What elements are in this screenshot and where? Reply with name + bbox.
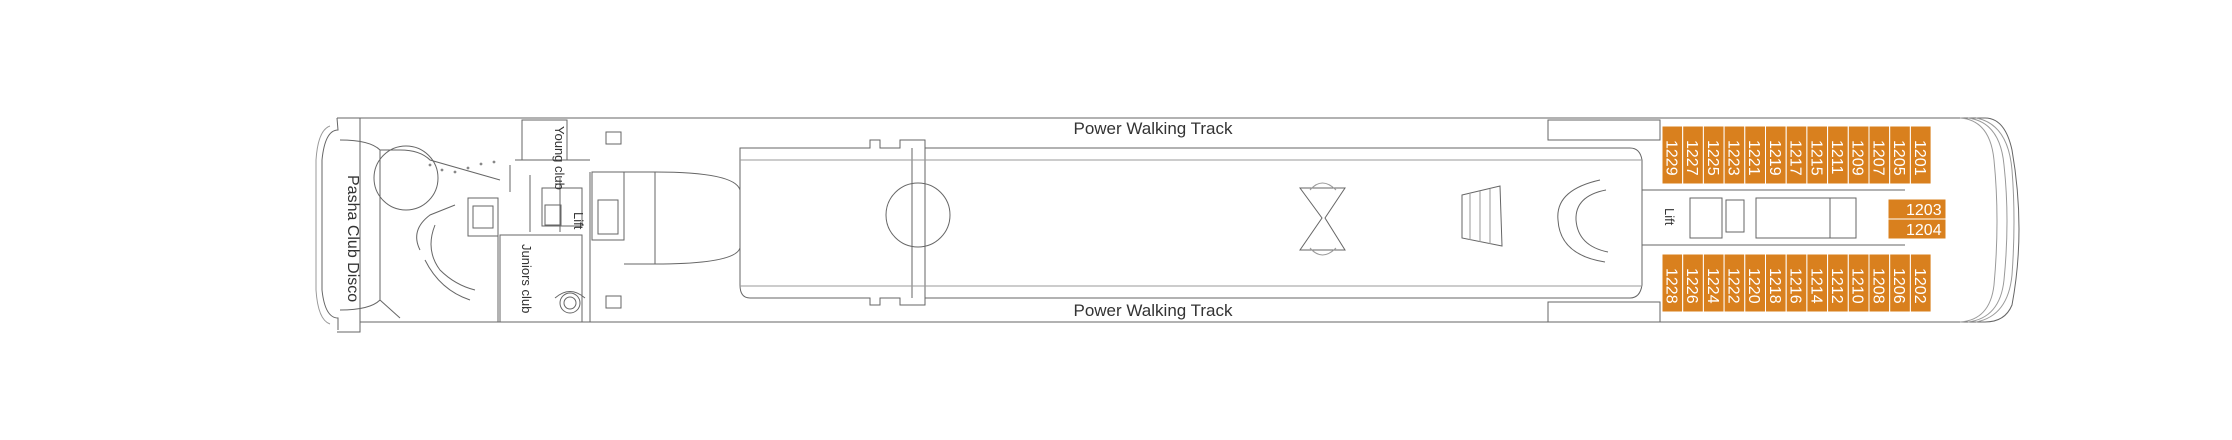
cabin-1212[interactable]: 1212 xyxy=(1827,253,1849,313)
cabin-1220[interactable]: 1220 xyxy=(1744,253,1767,313)
cabin-number: 1216 xyxy=(1787,268,1804,304)
cabin-1208[interactable]: 1208 xyxy=(1868,253,1891,313)
cabin-number: 1225 xyxy=(1704,140,1721,176)
cabin-1224[interactable]: 1224 xyxy=(1702,253,1725,313)
cabin-number: 1217 xyxy=(1787,140,1804,176)
cabin-1215[interactable]: 1215 xyxy=(1806,125,1829,185)
bow-semicircle xyxy=(1557,179,1609,263)
cabin-1221[interactable]: 1221 xyxy=(1744,125,1767,185)
cabin-number: 1206 xyxy=(1890,268,1907,304)
cabin-number: 1201 xyxy=(1911,140,1928,176)
young-club-label: Young club xyxy=(552,126,567,190)
cabin-1219[interactable]: 1219 xyxy=(1765,125,1787,185)
fore-lift-block xyxy=(1547,119,1905,323)
bow-tie-sculpture xyxy=(1299,182,1346,256)
cabin-1222[interactable]: 1222 xyxy=(1723,253,1746,313)
cabin-1202[interactable]: 1202 xyxy=(1909,253,1932,313)
cabin-number: 1210 xyxy=(1849,268,1866,304)
cabin-1210[interactable]: 1210 xyxy=(1847,253,1870,313)
cabin-1207[interactable]: 1207 xyxy=(1868,125,1891,185)
cabin-box[interactable] xyxy=(1909,253,1932,313)
cabin-number: 1222 xyxy=(1724,268,1741,304)
track-label-top: Power Walking Track xyxy=(1073,119,1233,138)
round-feature xyxy=(373,145,439,211)
clubs-area xyxy=(467,119,590,323)
cabin-1217[interactable]: 1217 xyxy=(1785,125,1808,185)
cabin-1225[interactable]: 1225 xyxy=(1702,125,1725,185)
cabin-number: 1211 xyxy=(1828,140,1845,175)
cabin-number: 1207 xyxy=(1869,140,1886,176)
cabin-1206[interactable]: 1206 xyxy=(1889,253,1911,313)
cabin-number: 1205 xyxy=(1890,140,1907,176)
cabin-1223[interactable]: 1223 xyxy=(1723,125,1746,185)
cabin-number: 1212 xyxy=(1828,268,1845,304)
cabin-number: 1218 xyxy=(1766,268,1783,304)
cabin-1211[interactable]: 1211 xyxy=(1827,125,1849,185)
aft-lift-label: Lift xyxy=(571,212,586,230)
track-label-bottom: Power Walking Track xyxy=(1073,301,1233,320)
fan-seating xyxy=(1461,185,1503,247)
cabin-number: 1228 xyxy=(1662,268,1679,304)
cabin-1205[interactable]: 1205 xyxy=(1889,125,1911,185)
cabin-box[interactable] xyxy=(1909,125,1932,185)
cabin-1228[interactable]: 1228 xyxy=(1661,253,1684,313)
cabin-1226[interactable]: 1226 xyxy=(1682,253,1704,313)
cabin-number: 1227 xyxy=(1683,140,1700,176)
juniors-club-label: Juniors club xyxy=(519,244,534,313)
cabin-number: 1202 xyxy=(1911,268,1928,304)
cabin-1204[interactable]: 1204 xyxy=(1887,218,1947,240)
cabin-number: 1229 xyxy=(1662,140,1679,176)
cabin-number: 1215 xyxy=(1807,140,1824,176)
aft-lift-block xyxy=(589,131,741,322)
fore-lift-label: Lift xyxy=(1662,208,1677,226)
cabin-1209[interactable]: 1209 xyxy=(1847,125,1870,185)
cabin-number: 1221 xyxy=(1745,140,1762,176)
cabin-1216[interactable]: 1216 xyxy=(1785,253,1808,313)
cabin-1229[interactable]: 1229 xyxy=(1661,125,1684,185)
cabin-number: 1203 xyxy=(1906,202,1942,219)
cabin-number: 1224 xyxy=(1704,268,1721,304)
hull-outline xyxy=(315,117,2020,333)
cabin-number: 1209 xyxy=(1849,140,1866,176)
cabin-1214[interactable]: 1214 xyxy=(1806,253,1829,313)
central-deck xyxy=(739,139,1643,306)
cabin-1201[interactable]: 1201 xyxy=(1909,125,1932,185)
cabin-1218[interactable]: 1218 xyxy=(1765,253,1787,313)
disco-label: Pasha Club Disco xyxy=(344,175,361,302)
cabin-1227[interactable]: 1227 xyxy=(1682,125,1704,185)
cabin-number: 1223 xyxy=(1724,140,1741,176)
cabin-group-middle: 1203 1204 xyxy=(1887,198,1947,240)
cabin-box[interactable] xyxy=(1887,218,1947,240)
cabin-number: 1204 xyxy=(1906,222,1942,239)
cabin-number: 1226 xyxy=(1683,268,1700,304)
dotted-line xyxy=(428,160,496,174)
round-pool xyxy=(885,182,951,248)
cabin-number: 1220 xyxy=(1745,268,1762,304)
cabin-1203[interactable]: 1203 xyxy=(1887,198,1947,220)
disco-area xyxy=(339,139,501,319)
cabin-number: 1214 xyxy=(1807,268,1824,304)
cabin-number: 1208 xyxy=(1869,268,1886,304)
cabin-number: 1219 xyxy=(1766,140,1783,176)
